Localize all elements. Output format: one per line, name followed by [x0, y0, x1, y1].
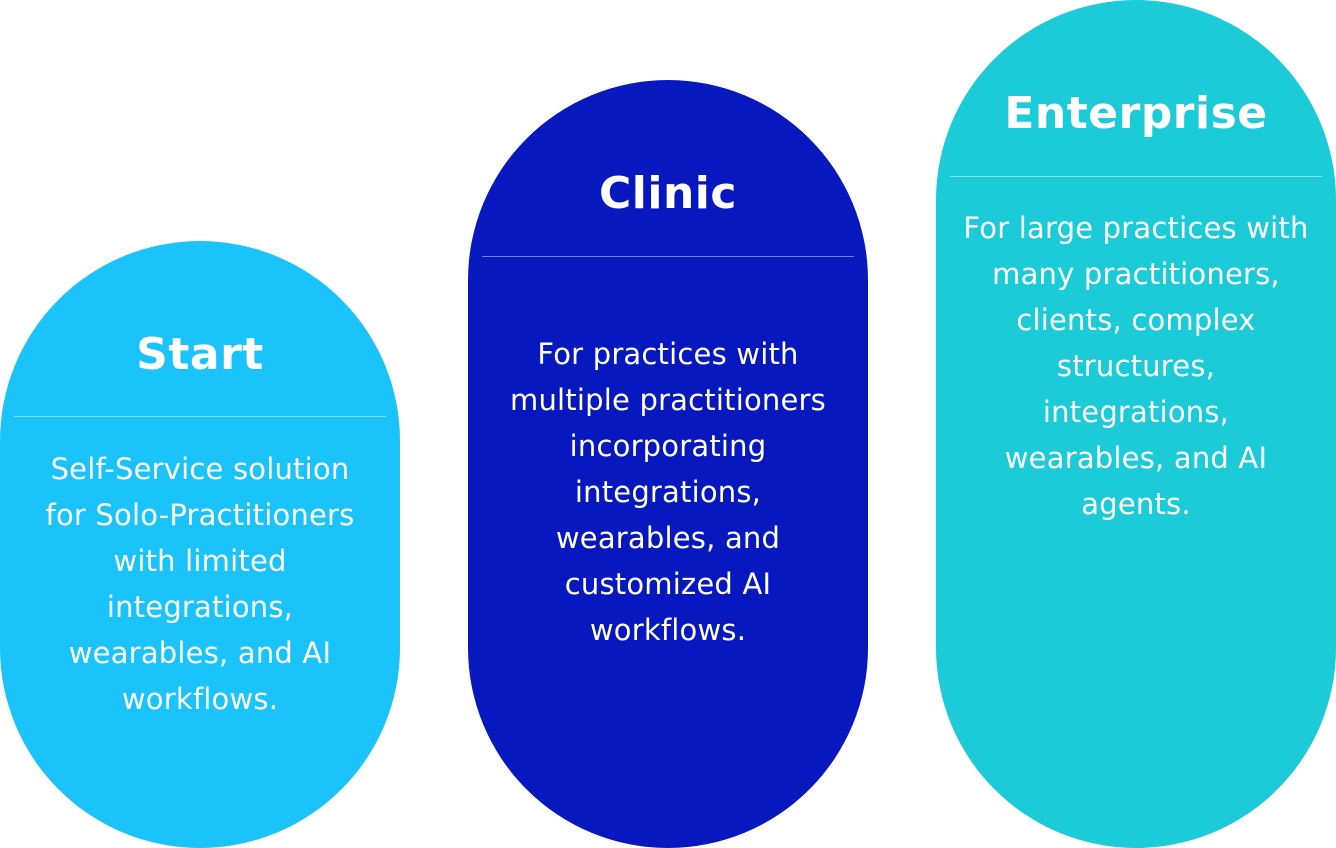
tier-clinic-card: Clinic For practices with multiple pract…: [468, 80, 868, 848]
tier-start-description: Self-Service solution for Solo-Practitio…: [45, 452, 355, 716]
tier-enterprise-description: For large practices with many practition…: [963, 211, 1309, 521]
tier-start-card: Start Self-Service solution for Solo-Pra…: [0, 241, 400, 848]
tier-enterprise-title: Enterprise: [1004, 88, 1268, 139]
tier-enterprise-divider: [950, 176, 1322, 177]
tier-start-divider: [14, 416, 386, 417]
tier-clinic-description: For practices with multiple practitioner…: [510, 337, 826, 647]
tier-clinic-divider: [482, 256, 854, 257]
tier-start-title: Start: [136, 329, 264, 380]
tier-clinic-title: Clinic: [599, 168, 737, 219]
tier-enterprise-card: Enterprise For large practices with many…: [936, 0, 1336, 848]
